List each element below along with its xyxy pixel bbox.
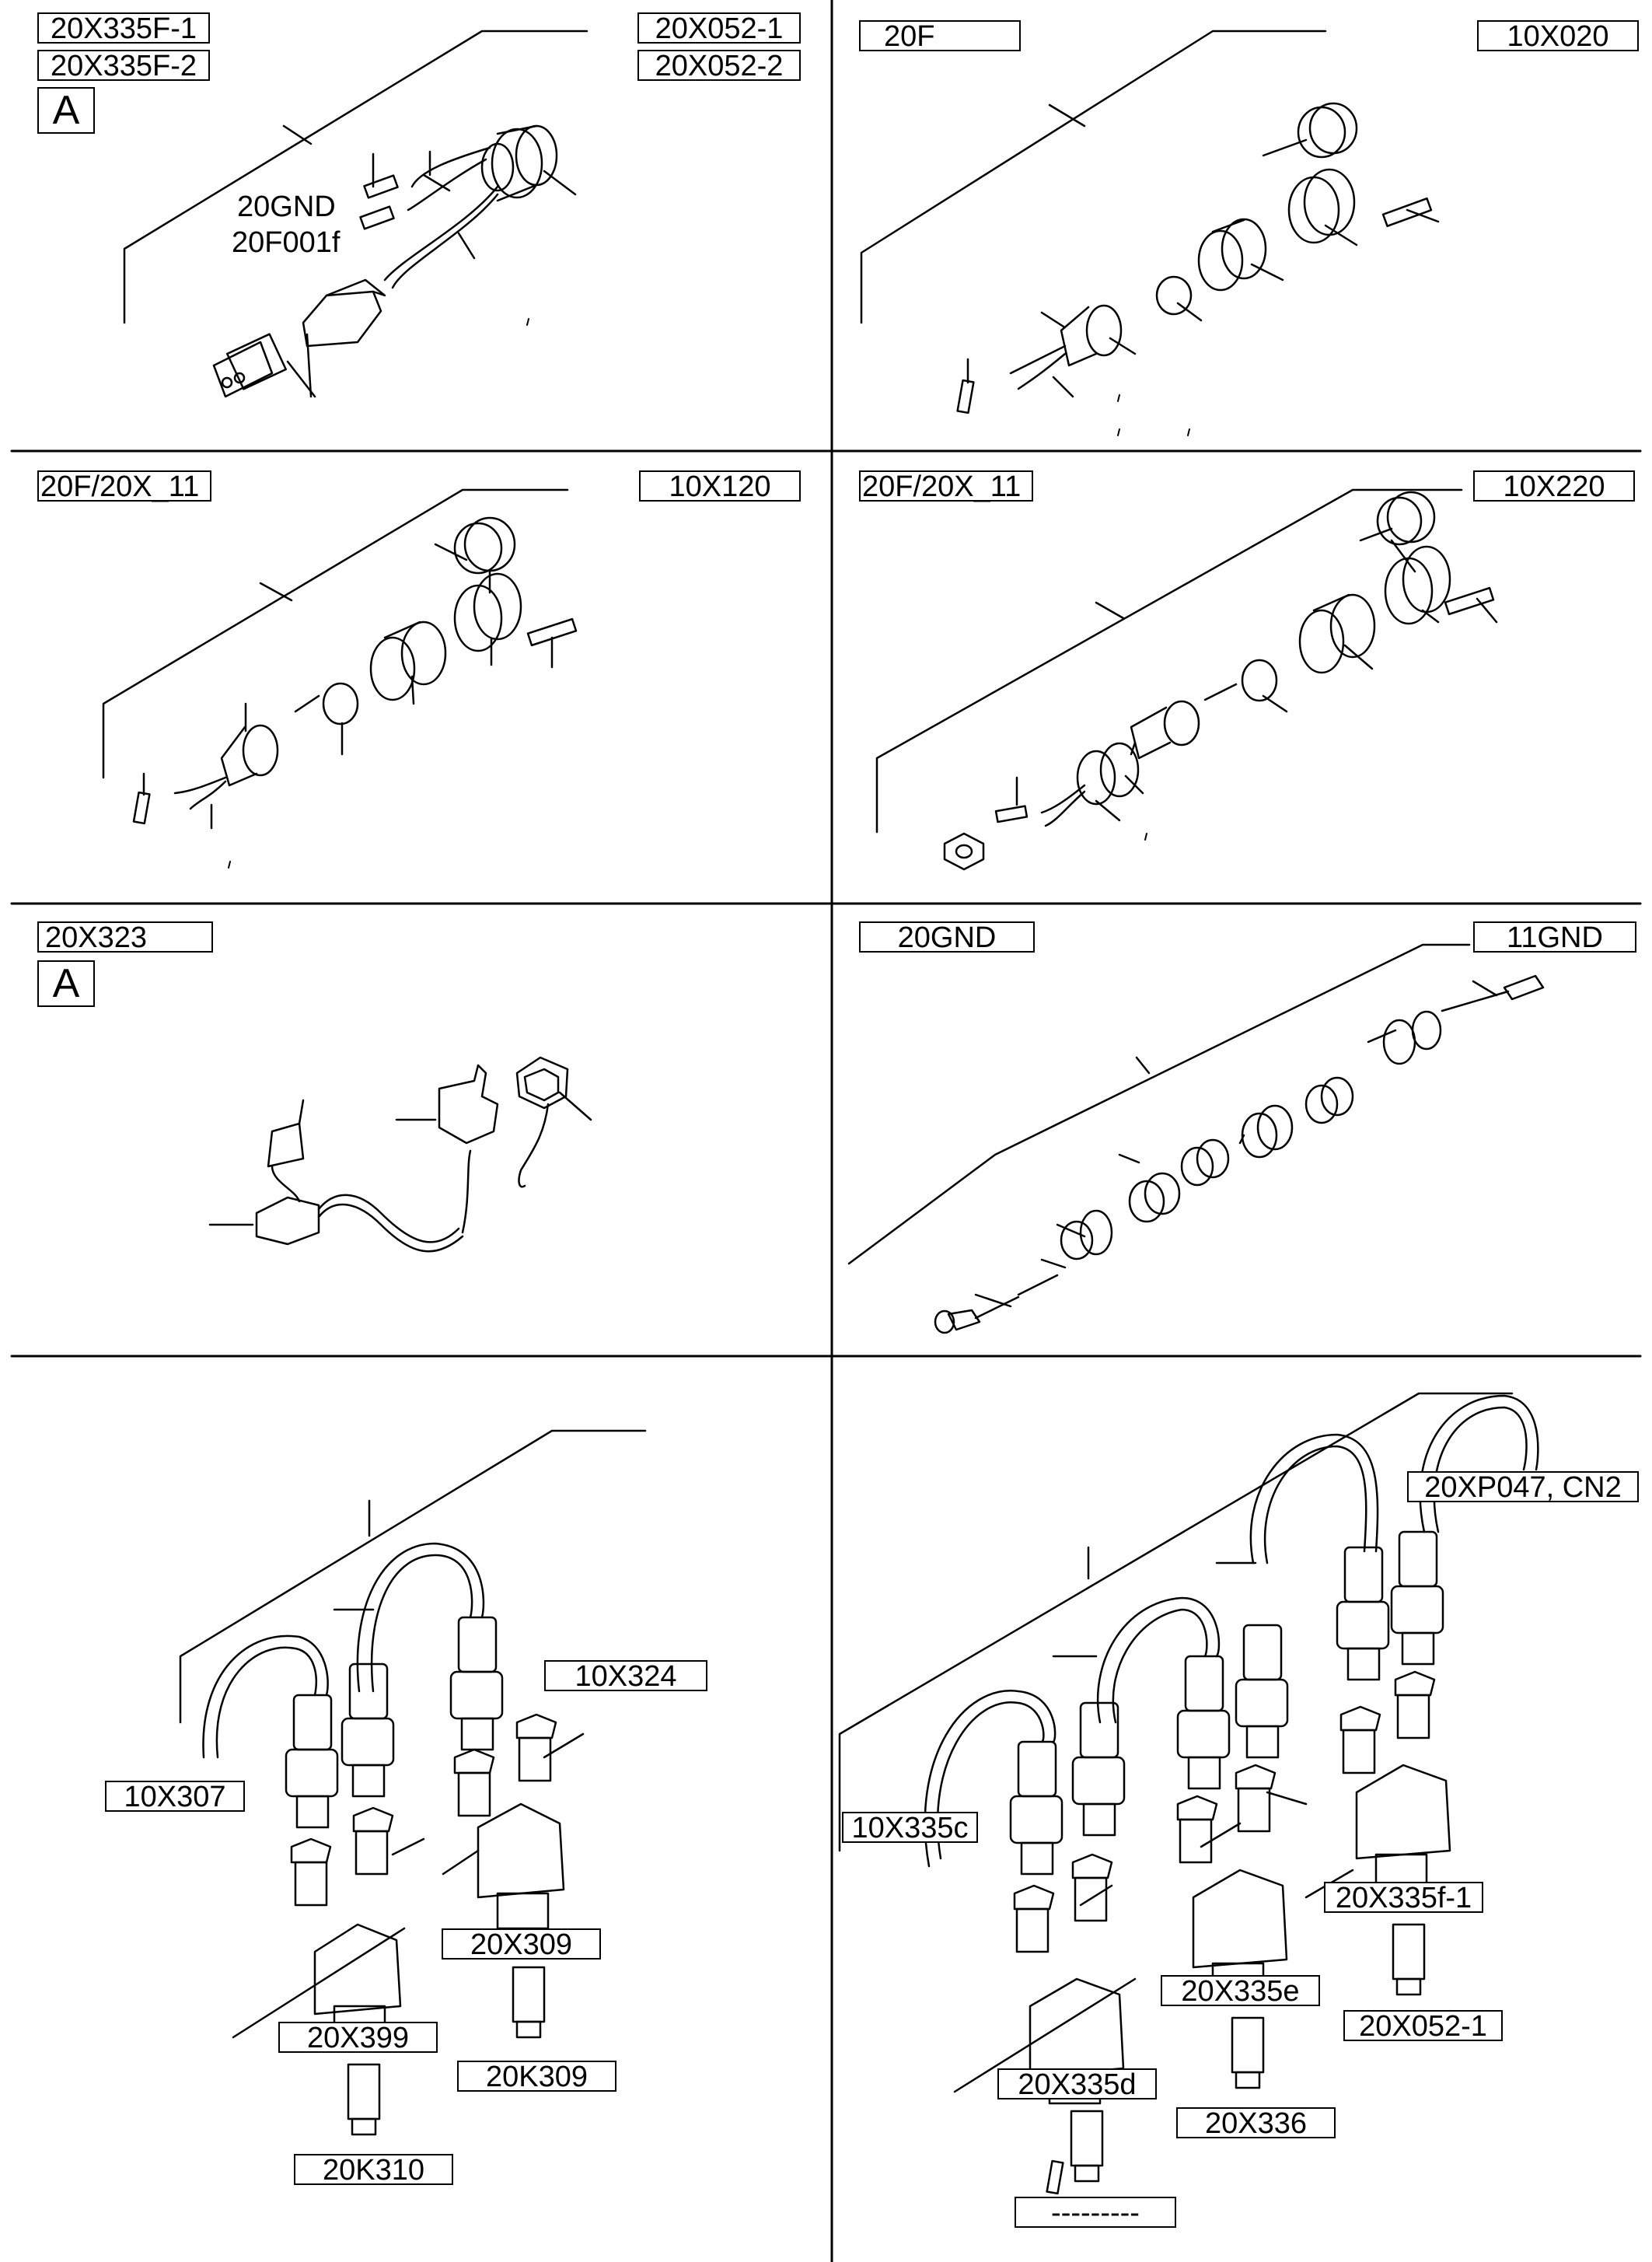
view-a-marker-2: A xyxy=(37,960,95,1007)
label-20x052-2: 20X052-2 xyxy=(637,50,801,81)
label-20x336: 20X336 xyxy=(1176,2107,1336,2138)
panel-grid xyxy=(10,0,1642,2262)
panel-5-drawing xyxy=(208,1056,592,1253)
tick-marks xyxy=(228,318,1190,869)
panel-7-drawing xyxy=(179,1429,647,2136)
label-part-blank: --------- xyxy=(1015,2197,1176,2228)
panel-1-drawing xyxy=(123,30,589,398)
label-20f-20x-11-a: 20F/20X_11 xyxy=(37,470,211,502)
label-20x335f-1: 20X335f-1 xyxy=(1324,1882,1483,1913)
panel-3-drawing xyxy=(102,488,578,830)
label-20f-20x-11-b: 20F/20X_11 xyxy=(859,470,1033,502)
panel-8-drawing xyxy=(838,1392,1539,2195)
label-10x335c: 10X335c xyxy=(842,1812,978,1843)
panel-2-drawing xyxy=(860,30,1440,414)
plug-4 xyxy=(290,1837,332,1907)
label-20k310: 20K310 xyxy=(294,2154,453,2185)
label-20x309: 20X309 xyxy=(442,1928,601,1960)
label-20gnd: 20GND xyxy=(859,921,1035,953)
label-20x399: 20X399 xyxy=(278,2022,438,2053)
sensor-2 xyxy=(341,1662,395,1798)
callout-20gnd: 20GND xyxy=(237,191,336,223)
label-20x052-1-b: 20X052-1 xyxy=(1343,2010,1503,2041)
panel-4-drawing xyxy=(875,488,1498,871)
label-11gnd: 11GND xyxy=(1473,921,1636,953)
label-10x307: 10X307 xyxy=(105,1781,245,1812)
label-20x052-1: 20X052-1 xyxy=(637,12,801,44)
label-10x324: 10X324 xyxy=(544,1660,707,1691)
sensor-1 xyxy=(285,1694,339,1829)
view-a-marker: A xyxy=(37,87,95,134)
plug-2 xyxy=(453,1748,495,1817)
label-20k309: 20K309 xyxy=(457,2061,616,2092)
label-20f: 20F xyxy=(859,20,1021,51)
label-20x335e: 20X335e xyxy=(1161,1975,1320,2006)
label-20x335f-2: 20X335F-2 xyxy=(37,50,210,81)
label-20x335d: 20X335d xyxy=(997,2068,1157,2099)
housing-1 xyxy=(477,1802,565,1930)
label-10x220: 10X220 xyxy=(1473,470,1635,502)
sensor-3 xyxy=(449,1616,504,1751)
relay-2 xyxy=(347,2063,381,2136)
plug-1 xyxy=(515,1713,557,1782)
relay-1 xyxy=(512,1966,546,2039)
housing-2 xyxy=(313,1923,402,2039)
label-20xp047-cn2: 20XP047, CN2 xyxy=(1407,1471,1639,1502)
label-20x335f-1: 20X335F-1 xyxy=(37,12,210,44)
label-10x120: 10X120 xyxy=(639,470,801,502)
plug-3 xyxy=(352,1806,394,1876)
label-20x323: 20X323 xyxy=(37,921,213,953)
panel-6-drawing xyxy=(847,943,1545,1334)
callout-20f001f: 20F001f xyxy=(232,226,341,259)
label-10x020: 10X020 xyxy=(1477,20,1639,51)
